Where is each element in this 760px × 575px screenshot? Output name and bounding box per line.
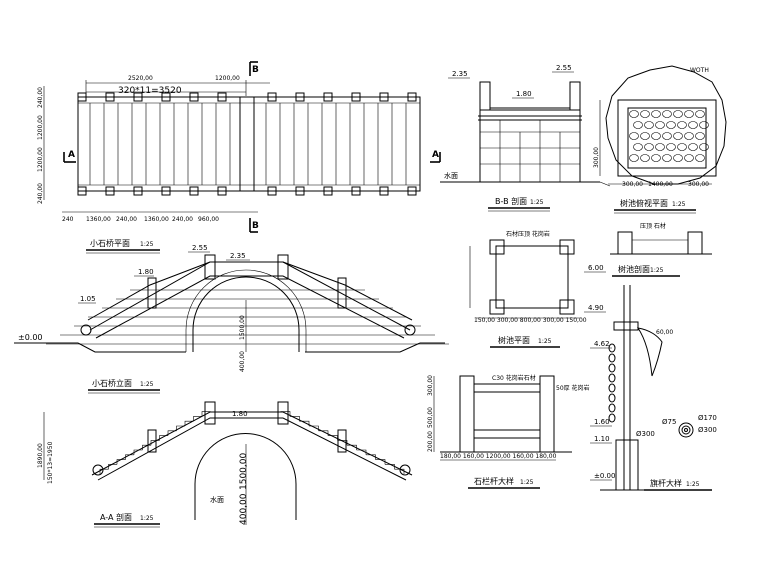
flag-scale: 1:25: [686, 481, 700, 488]
bb-level-right: 2.55: [556, 64, 572, 72]
flag-level-5: 1.10: [594, 435, 610, 443]
flag-dia-1: Ø75: [662, 418, 676, 426]
plan-dim-left-3: 1200,00: [37, 147, 44, 172]
flag-dim-top: 60,00: [656, 329, 673, 336]
aa-dim-arch: 400,00: [239, 493, 249, 525]
tree-pool-section-view: 压顶 石材 树池剖面 1:25: [610, 222, 712, 277]
flag-level-6: ±0.00: [594, 472, 615, 480]
plan-cut-a-right: A: [432, 150, 439, 160]
railing-v-1: 300,00: [427, 375, 434, 396]
aa-dim-left: 1890,00: [37, 443, 44, 468]
plan-dim-bottom-3: 240,00: [116, 216, 137, 223]
elev-level-3: 2.55: [192, 244, 208, 252]
aa-scale: 1:25: [140, 515, 154, 522]
pool-top-dim-2: 1400,00: [648, 181, 673, 188]
elev-level-2: 1.80: [138, 268, 154, 276]
pool-plan-dims: 150,00 300,00 800,00 300,00 150,00: [474, 317, 587, 324]
plan-dim-top-right: 1200,00: [215, 75, 240, 82]
elev-level-base: ±0.00: [18, 333, 43, 342]
elev-dim-arch: 1500,00: [239, 315, 246, 340]
bb-scale: 1:25: [530, 199, 544, 206]
plan-title: 小石桥平面: [90, 238, 130, 248]
bb-level-left: 2.35: [452, 70, 468, 78]
bridge-plan-view: 2520,00 1200,00 320*11=3520 B B A A 240,…: [37, 61, 441, 254]
pool-section-scale: 1:25: [650, 267, 664, 274]
aa-title: A-A 剖面: [100, 512, 132, 522]
flag-dia-2: Ø170: [698, 414, 717, 422]
railing-v-3: 200,00: [427, 431, 434, 452]
section-bb-view: 水面 2.35 2.55 1.80 B-B 剖面 1:25: [440, 64, 611, 212]
flag-level-4: 1.60: [594, 418, 610, 426]
plan-dim-top-left: 2520,00: [128, 75, 153, 82]
flag-level-1: 6.00: [588, 264, 604, 272]
flagpole-detail: 6.00 4.90 4.62 1.60 1.10 ±0.00 60,00 Ø30…: [584, 264, 717, 491]
aa-water: 水面: [210, 495, 224, 504]
aa-level-top: 1.80: [232, 410, 248, 418]
elev-scale: 1:25: [140, 381, 154, 388]
railing-v-2: 500,00: [427, 407, 434, 428]
plan-cut-a-left: A: [68, 150, 75, 160]
elev-level-1: 1.05: [80, 295, 96, 303]
bb-water: 水面: [444, 171, 458, 180]
bb-level-mid: 1.80: [516, 90, 532, 98]
plan-dim-left-1: 240,00: [37, 87, 44, 108]
plan-dim-bottom-6: 960,00: [198, 216, 219, 223]
railing-dims: 180,00 160,00 1200,00 160,00 180,00: [440, 453, 557, 460]
railing-title: 石栏杆大样: [474, 476, 514, 486]
pool-top-title: 树池俯视平面: [620, 198, 668, 208]
bb-title: B-B 剖面: [495, 196, 527, 206]
railing-note-1: C30 花岗岩石材: [492, 374, 536, 382]
pool-plan-title: 树池平面: [498, 335, 530, 345]
elev-title: 小石桥立面: [92, 378, 132, 388]
railing-scale: 1:25: [520, 479, 534, 486]
pool-top-scale: 1:25: [672, 201, 686, 208]
flag-level-2: 4.90: [588, 304, 604, 312]
bridge-elevation-view: ±0.00 1.05 1.80 2.55 2.35 1500,00 400,00…: [14, 244, 449, 394]
pool-top-note: WOTH: [690, 67, 709, 74]
plan-dim-bottom-2: 1360,00: [86, 216, 111, 223]
pool-section-note: 压顶 石材: [640, 222, 666, 230]
tree-pool-plan-view: 150,00 300,00 800,00 300,00 150,00 石材压顶 …: [469, 230, 587, 348]
plan-dim-bottom-5: 240,00: [172, 216, 193, 223]
plan-dim-left-4: 240,00: [37, 183, 44, 204]
pool-plan-scale: 1:25: [538, 338, 552, 345]
plan-scale: 1:25: [140, 241, 154, 248]
flag-dim-pole: Ø300: [636, 430, 655, 438]
tree-pool-top-view: WOTH 300,00 1400,00 300,00 300,00 树池俯视平面…: [593, 65, 727, 214]
plan-dim-span: 320*11=3520: [118, 86, 182, 96]
flag-dia-3: Ø300: [698, 426, 717, 434]
railing-note-2: 50厚 花岗岩: [556, 384, 590, 392]
aa-dim-left-2: 150*13=1950: [47, 441, 54, 484]
pool-top-dim-3: 300,00: [688, 181, 709, 188]
stone-railing-detail: C30 花岗岩石材 50厚 花岗岩 300,00 500,00 200,00 1…: [427, 374, 590, 489]
pool-plan-note: 石材压顶 花岗岩: [506, 230, 550, 238]
pool-section-title: 树池剖面: [618, 264, 650, 274]
plan-dim-left-2: 1200,00: [37, 115, 44, 140]
pool-top-dim-1: 300,00: [622, 181, 643, 188]
plan-cut-b-top: B: [252, 65, 259, 75]
flag-level-3: 4.62: [594, 340, 610, 348]
pool-top-dim-v: 300,00: [593, 147, 600, 168]
plan-dim-bottom-1: 240: [62, 216, 74, 223]
flag-title: 旗杆大样: [650, 478, 682, 488]
aa-dim-arch-2: 1500,00: [239, 453, 249, 490]
elev-level-4: 2.35: [230, 252, 246, 260]
plan-cut-b-bottom: B: [252, 221, 259, 231]
section-aa-view: 水面 1.80 1890,00 150*13=1950 400,00 1500,…: [37, 401, 413, 528]
plan-dim-bottom-4: 1360,00: [144, 216, 169, 223]
elev-dim-foot: 400,00: [239, 351, 246, 372]
